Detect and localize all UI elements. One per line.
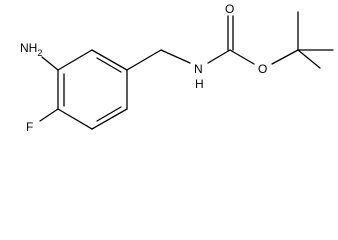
amine-subscript: 2 bbox=[37, 48, 42, 58]
atom-label-carbamate-n: N bbox=[194, 62, 203, 76]
molecule-drawing: NH2 F N H O O bbox=[20, 2, 334, 134]
ring-bond-c1-c2 bbox=[57, 49, 93, 71]
bond-ch2-to-n bbox=[160, 49, 191, 64]
amine-main: NH bbox=[20, 41, 37, 55]
ring-bond-c4-c5 bbox=[91, 108, 128, 130]
structure-diagram: NH2 F N H O O bbox=[20, 2, 334, 134]
ring-bond-c2-c3 bbox=[91, 49, 128, 71]
bond-ester-o-to-tbutyl-c bbox=[271, 49, 299, 65]
atom-label-carbonyl-o: O bbox=[225, 2, 234, 16]
ring-bond-c5-c6 bbox=[57, 108, 93, 130]
atom-label-fluorine: F bbox=[26, 120, 33, 134]
bond-n-to-carbonyl-c bbox=[207, 49, 231, 64]
bond-carbonyl-c-to-ester-o bbox=[229, 49, 255, 65]
bond-tbutyl-methyl-down bbox=[297, 49, 321, 69]
atom-label-ester-o: O bbox=[258, 62, 267, 76]
ring-double-bond-inner-2 bbox=[96, 106, 122, 122]
benzene-ring bbox=[57, 49, 128, 130]
atom-label-amine: NH2 bbox=[20, 41, 42, 58]
bond-ring-to-ch2 bbox=[126, 49, 162, 71]
bond-ring-to-amine bbox=[41, 56, 59, 71]
bond-ring-to-fluorine bbox=[39, 108, 59, 122]
ring-double-bond-inner-1 bbox=[96, 57, 122, 73]
atom-label-carbamate-h: H bbox=[195, 77, 204, 91]
